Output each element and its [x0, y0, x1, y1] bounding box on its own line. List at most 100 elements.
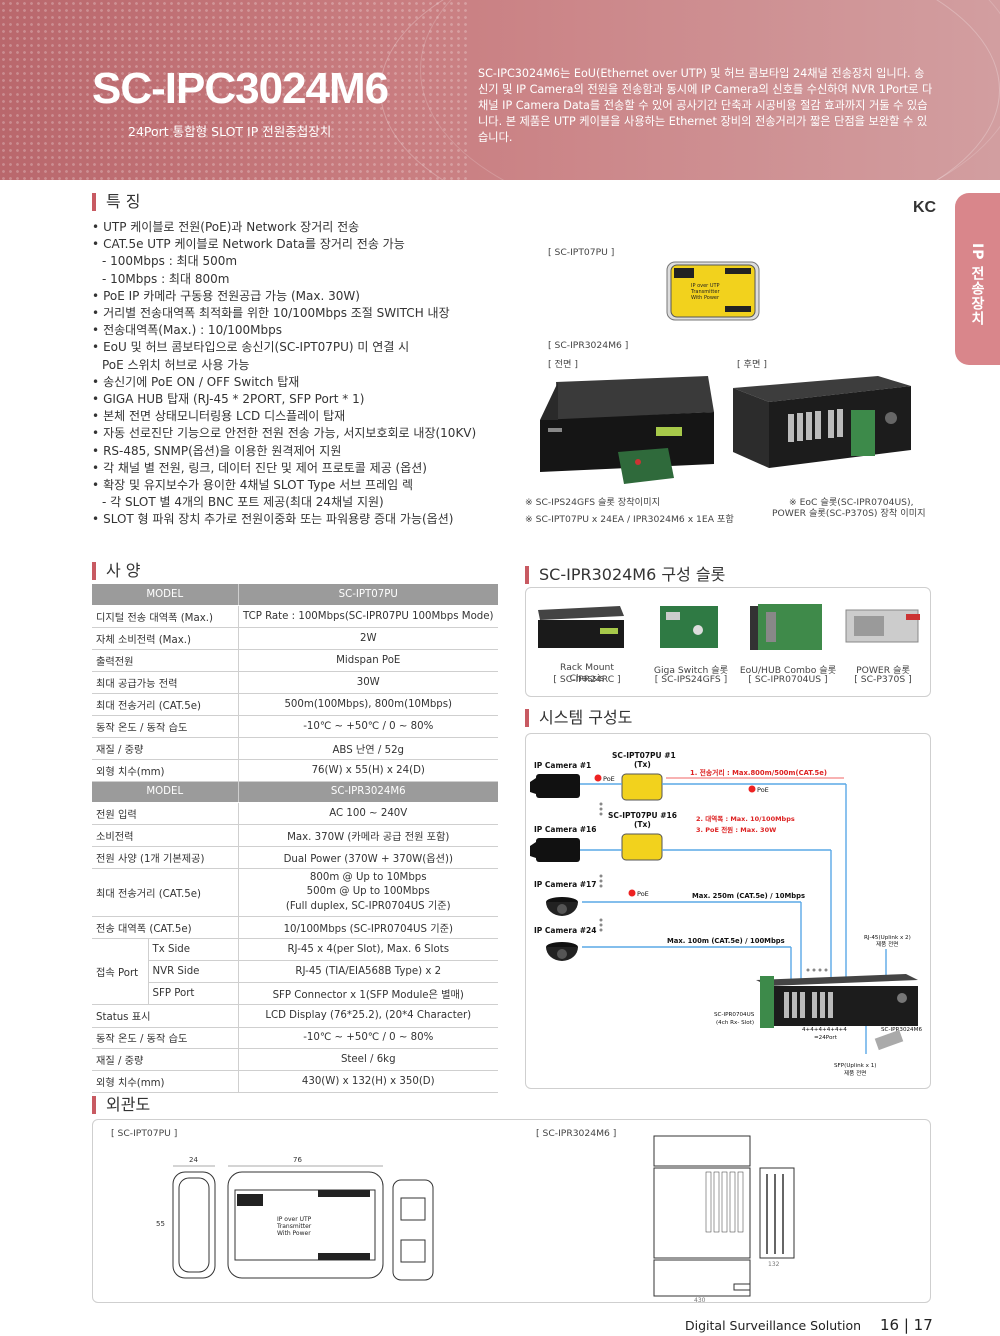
feature-item: 본체 전면 상태모니터링용 LCD 디스플레이 탑재: [92, 408, 532, 425]
features-title: 특 징: [92, 193, 141, 211]
cam24-label: IP Camera #24: [534, 926, 596, 935]
slot-model: [ SC-IPR0704US ]: [748, 674, 828, 685]
feature-item: 송신기에 PoE ON / OFF Switch 탑재: [92, 374, 532, 391]
slot-model: [ SC-IPS24GFS ]: [654, 674, 728, 685]
dim-132: 132: [768, 1261, 780, 1268]
product-description: SC-IPC3024M6는 EoU(Ethernet over UTP) 및 허…: [478, 67, 933, 144]
features-list: UTP 케이블로 전원(PoE)과 Network 장거리 전송CAT.5e U…: [92, 219, 532, 529]
tx-label-3: With Power: [691, 295, 720, 301]
outline-box: [ SC-IPT07PU ] [ SC-IPR3024M6 ] 24 76 55…: [92, 1119, 931, 1304]
feature-item: - 각 SLOT 별 4개의 BNC 포트 제공(최대 24채널 지원): [102, 495, 384, 510]
box-camera-icon: [530, 838, 580, 862]
power-note: 3. PoE 전원 : Max. 30W: [696, 825, 776, 834]
feature-item: CAT.5e UTP 케이블로 Network Data를 장거리 전송 가능: [92, 236, 532, 253]
poe-dot: [594, 774, 602, 782]
front-caption: [ 전면 ]: [548, 359, 578, 370]
kc-certification-icon: KC: [913, 199, 937, 216]
spec-row-distance: 최대 전송거리 (CAT.5e) 800m @ Up to 10Mbps 500…: [92, 868, 498, 918]
category-side-tab[interactable]: IP 전송장치: [955, 193, 1000, 365]
feature-item: EoU 및 허브 콤보타입으로 송신기(SC-IPT07PU) 미 연결 시: [92, 339, 532, 356]
slot-model: [ SC-P370S ]: [854, 674, 912, 685]
slots-box: Rack Mount Chassis [ SC-IPR24RC ] Giga S…: [525, 587, 931, 697]
tx16-label: SC-IPT07PU #16: [608, 811, 677, 820]
sfp-label: SFP(Uplink x 1): [834, 1063, 876, 1069]
feature-item: PoE 스위치 허브로 사용 가능: [102, 357, 250, 372]
power-slot-image: [845, 609, 920, 643]
spec-row: 동작 온도 / 동작 습도-10℃ ~ +50℃ / 0 ~ 80%: [92, 1027, 498, 1050]
page-number: 16 | 17: [880, 1316, 933, 1334]
tx16-sub: (Tx): [634, 820, 651, 829]
feature-item: - 10Mbps : 최대 800m: [102, 271, 230, 286]
slot-name: Rack Mount Chassis: [560, 662, 614, 684]
spec-row: 자체 소비전력 (Max.)2W: [92, 627, 498, 651]
dim-55: 55: [156, 1220, 165, 1228]
uplink-label: RJ-45(Uplink x 2): [864, 935, 911, 941]
cam1-label: IP Camera #1: [534, 761, 591, 770]
transmitter-icon: [621, 833, 663, 861]
slots-title: SC-IPR3024M6 구성 슬롯: [525, 566, 725, 584]
outline-ipr-caption: [ SC-IPR3024M6 ]: [536, 1128, 617, 1139]
dome-camera-icon: [546, 942, 578, 961]
feature-item: 확장 및 유지보수가 용이한 4채널 SLOT Type 서브 프레임 렉: [92, 477, 532, 494]
specs-title: 사 양: [92, 562, 141, 580]
ipt-image-caption: [ SC-IPT07PU ]: [548, 247, 615, 258]
eou-hub-slot-image: [750, 604, 822, 650]
tx-outline-label-1: IP over UTP: [277, 1216, 312, 1223]
bandwidth-note: 2. 대역폭 : Max. 10/100Mbps: [696, 814, 795, 823]
rear-caption: [ 후면 ]: [737, 359, 767, 370]
spec-row: 외형 치수(mm)76(W) x 55(H) x 24(D): [92, 759, 498, 782]
spec-row: 동작 온도 / 동작 습도-10℃ ~ +50℃ / 0 ~ 80%: [92, 715, 498, 738]
dim-24: 24: [189, 1156, 198, 1164]
spec-row: 최대 전송거리 (CAT.5e)500m(100Mbps), 800m(10Mb…: [92, 693, 498, 716]
image-note-1: ※ SC-IPS24GFS 슬롯 장착이미지: [525, 497, 661, 508]
image-note-2: ※ SC-IPT07PU x 24EA / IPR3024M6 x 1EA 포함: [525, 514, 734, 525]
feature-item: 거리별 전송대역폭 최적화를 위한 10/100Mbps 조절 SWITCH 내…: [92, 305, 532, 322]
poe-label: PoE: [637, 890, 649, 898]
outline-title: 외관도: [92, 1096, 150, 1114]
tx-outline-label-3: With Power: [277, 1230, 311, 1237]
tx-label-1: IP over UTP: [691, 283, 720, 289]
dome-camera-icon: [546, 897, 578, 916]
hero-banner: SC-IPC3024M6 24Port 통합형 SLOT IP 전원중첩장치 S…: [0, 0, 1000, 180]
cam16-label: IP Camera #16: [534, 825, 596, 834]
ipr-image-caption: [ SC-IPR3024M6 ]: [548, 340, 629, 351]
outline-ipt-caption: [ SC-IPT07PU ]: [111, 1128, 178, 1139]
rack-chassis-image: [538, 606, 624, 648]
feature-item: 전송대역폭(Max.) : 10/100Mbps: [92, 322, 532, 339]
poe-label: PoE: [757, 786, 769, 794]
feature-item: UTP 케이블로 전원(PoE)과 Network 장거리 전송: [92, 219, 532, 236]
tx-label-2: Transmitter: [690, 289, 720, 295]
tx1-label: SC-IPT07PU #1: [612, 751, 676, 760]
spec-row: 디지털 전송 대역폭 (Max.)TCP Rate : 100Mbps(SC-I…: [92, 605, 498, 629]
slot-label: SC-IPR0704US: [714, 1012, 755, 1018]
sfp-module-icon: [874, 1029, 904, 1051]
cam17-label: IP Camera #17: [534, 880, 596, 889]
feature-item: RS-485, SNMP(옵션)을 이용한 원격제어 지원: [92, 443, 532, 460]
image-note-4: POWER 슬롯(SC-P370S) 장착 이미지: [772, 508, 926, 519]
dim-430: 430: [694, 1297, 706, 1304]
product-subtitle: 24Port 통합형 SLOT IP 전원중첩장치: [128, 124, 332, 139]
slot-model: [ SC-IPR24RC ]: [553, 674, 621, 685]
max250-label: Max. 250m (CAT.5e) / 10Mbps: [692, 892, 805, 900]
slot-name: Giga Switch 슬롯: [653, 665, 729, 676]
poe-dot: [748, 785, 756, 793]
receiver-front-image: [540, 376, 714, 484]
transmitter-image: IP over UTP Transmitter With Power: [666, 261, 760, 321]
system-diagram-box: IP Camera #1 IP Camera #16 IP Camera #17…: [525, 733, 931, 1089]
max100-label: Max. 100m (CAT.5e) / 100Mbps: [667, 937, 785, 945]
system-diagram: IP Camera #1 IP Camera #16 IP Camera #17…: [530, 751, 922, 1077]
transmitter-outline-drawing: 24 76 55 IP over UTP Transmitter With Po…: [156, 1156, 434, 1281]
poe-label: PoE: [603, 775, 615, 783]
dim-76: 76: [293, 1156, 302, 1164]
